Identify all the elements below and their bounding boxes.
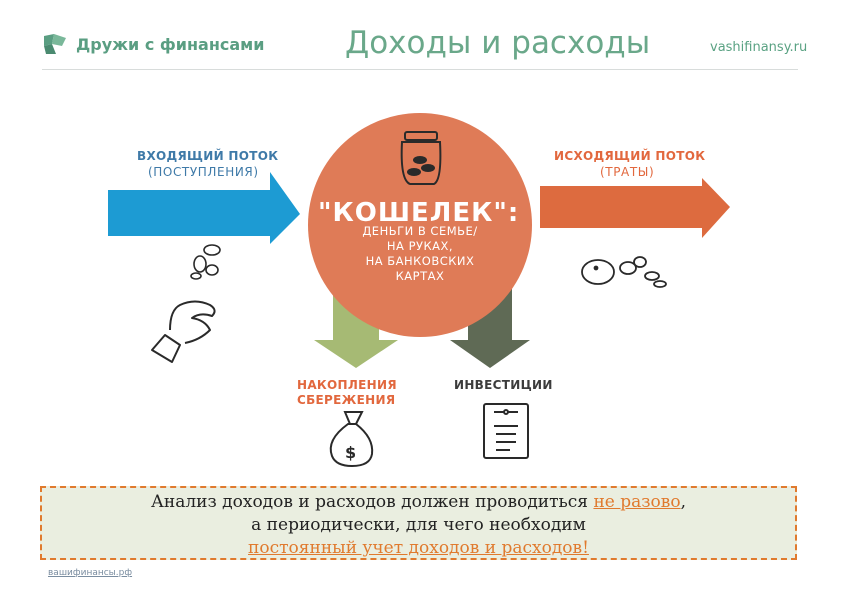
header-divider — [42, 69, 798, 70]
note-line-2: а периодически, для чего необходим — [251, 515, 586, 535]
hand-icon — [151, 300, 216, 363]
incoming-arrow — [108, 172, 300, 244]
savings-title-line2: СБЕРЕЖЕНИЯ — [297, 393, 396, 407]
constant-accounting-link[interactable]: постоянный учет доходов и расходов! — [248, 538, 589, 558]
note-line1-end: , — [680, 492, 686, 512]
wallet-line: ДЕНЬГИ В СЕМЬЕ/ — [362, 224, 478, 238]
coins-icon — [190, 244, 221, 280]
outgoing-arrow — [540, 178, 730, 238]
outgoing-subtitle: (ТРАТЫ) — [600, 165, 655, 179]
note-text: Анализ доходов и расходов должен проводи… — [42, 491, 795, 560]
wallet-line: НА БАНКОВСКИХ — [365, 254, 475, 268]
note-line1-text: Анализ доходов и расходов должен проводи… — [151, 492, 594, 512]
wallet-line: НА РУКАХ, — [386, 239, 454, 253]
note-line-1: Анализ доходов и расходов должен проводи… — [42, 491, 795, 514]
wallet-description: ДЕНЬГИ В СЕМЬЕ/ НА РУКАХ, НА БАНКОВСКИХ … — [335, 224, 505, 284]
wallet-circle — [308, 113, 532, 337]
svg-text:$: $ — [345, 443, 356, 462]
site-link[interactable]: vashifinansy.ru — [710, 40, 808, 55]
outgoing-title: ИСХОДЯЩИЙ ПОТОК — [554, 149, 706, 163]
contract-icon — [483, 403, 529, 459]
brand-text: Дружи с финансами — [76, 34, 265, 54]
brand-logo[interactable]: Дружи с финансами — [42, 32, 264, 56]
brand-icon — [44, 34, 66, 54]
analysis-note: Анализ доходов и расходов должен проводи… — [40, 486, 797, 578]
not-once-link[interactable]: не разово — [593, 492, 681, 512]
source-link[interactable]: вашифинансы.рф — [48, 568, 133, 578]
header: Дружи с финансами Доходы и расходы vashi… — [0, 0, 842, 72]
wallet-line: КАРТАХ — [395, 269, 445, 283]
savings-title-line1: НАКОПЛЕНИЯ — [297, 378, 397, 392]
wallet-title: "КОШЕЛЕК": — [318, 198, 520, 228]
page-title: Доходы и расходы — [345, 25, 651, 61]
jar-icon — [400, 131, 442, 185]
incoming-title: ВХОДЯЩИЙ ПОТОК — [137, 149, 279, 163]
investments-title: ИНВЕСТИЦИИ — [454, 378, 553, 392]
piggy-bank-icon — [581, 256, 667, 288]
incoming-subtitle: (ПОСТУПЛЕНИЯ) — [148, 165, 259, 179]
money-bag-icon: $ — [329, 411, 374, 468]
